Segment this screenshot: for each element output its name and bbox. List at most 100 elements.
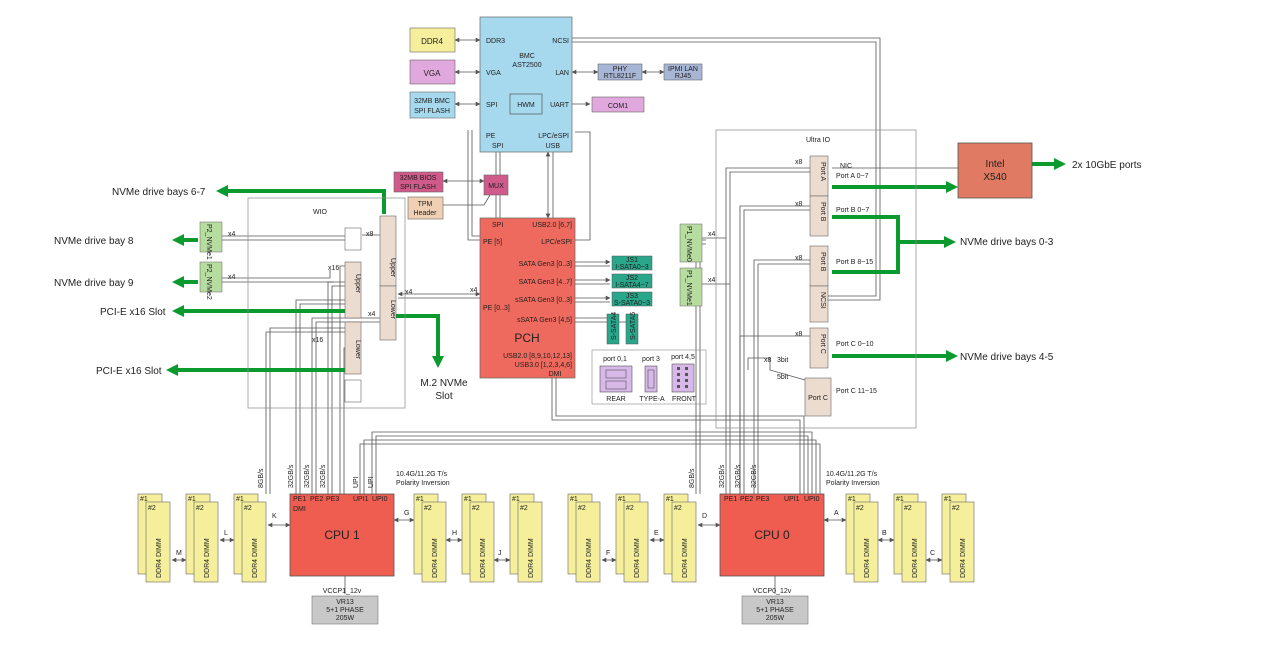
js1-l2: I-SATA0~3 [615, 264, 649, 271]
dimm-slot-1-label: #1 [666, 496, 674, 503]
uio-5bit: 5bit [777, 374, 788, 381]
cpu1-upi-note2: Polarity Inversion [396, 480, 450, 487]
label-bays-4-5: NVMe drive bays 4-5 [960, 352, 1054, 363]
uio-3bit: 3bit [777, 357, 788, 364]
bmc-spi2-port: SPI [492, 143, 503, 150]
label-pcie-1: PCI-E x16 Slot [100, 307, 166, 318]
cpu1-ch-k: K [272, 513, 277, 520]
dimm-slot-1-label: #1 [848, 496, 856, 503]
uio-port-b: Port B [819, 202, 826, 222]
pch-sata2: SATA Gen3 [4..7] [519, 279, 572, 286]
label-bays-0-3: NVMe drive bays 0-3 [960, 237, 1054, 248]
bmc-lpc-port: LPC/eSPI [538, 133, 569, 140]
intel-out-label: 2x 10GbE ports [1072, 160, 1141, 171]
cpu0-speed3: 32GB/s [735, 464, 742, 488]
uio-port-b2: Port B [819, 252, 826, 272]
dimm-slot-2-label: #2 [244, 505, 252, 512]
dimm-slot-2-label: #2 [952, 505, 960, 512]
intel-l2: X540 [983, 172, 1007, 183]
uio-x8-c: x8 [795, 255, 803, 262]
cpu1-ch-m: M [176, 550, 182, 557]
cpu1-speed3: 32GB/s [304, 464, 311, 488]
uio-pa-range: Port A 0~7 [836, 173, 869, 180]
label-m2-b: Slot [435, 391, 452, 402]
dimm-type-label: DDR4 DIMM [432, 538, 439, 578]
cpu0-vr3: 205W [766, 615, 785, 622]
uio-x4-a: x4 [708, 231, 716, 238]
wio-x4b: x4 [405, 289, 413, 296]
cpu1-upi0: UPI0 [372, 496, 388, 503]
dimm-type-label: DDR4 DIMM [156, 538, 163, 578]
cpu1-dmi: DMI [293, 506, 306, 513]
dimm-slot-2-label: #2 [424, 505, 432, 512]
dimm-slot-1-label: #1 [464, 496, 472, 503]
cpu0-ch-c: C [930, 550, 935, 557]
label-pcie-2: PCI-E x16 Slot [96, 366, 162, 377]
dimm-type-label: DDR4 DIMM [586, 538, 593, 578]
label-bay-8: NVMe drive bay 8 [54, 236, 134, 247]
bios-l1: 32MB BIOS [400, 175, 437, 182]
cpu0-ch-b: B [882, 530, 887, 537]
cpu1-upi1: UPI1 [353, 496, 369, 503]
label-bays-6-7: NVMe drive bays 6-7 [112, 187, 206, 198]
dimm-type-label: DDR4 DIMM [864, 538, 871, 578]
cpu1-pe1: PE1 [293, 496, 306, 503]
bmc-model: AST2500 [512, 62, 541, 69]
wio-section: WIO x8 Upper Lower x16 Upper x4 x4 x16 L… [199, 197, 413, 409]
bmc-hwm: HWM [517, 102, 535, 109]
uio-pc2-range: Port C 11~15 [836, 388, 877, 395]
dimm-slot-2-label: #2 [520, 505, 528, 512]
cpu0-pe2: PE2 [740, 496, 753, 503]
bmc-flash-l2: SPI FLASH [414, 108, 450, 115]
p1-nvme0: P1_NVMe0 [685, 226, 692, 262]
uio-ncsi: NCSI [819, 292, 826, 309]
arrow-m2 [396, 314, 444, 368]
cpu0-name: CPU 0 [754, 528, 790, 542]
pch-name: PCH [514, 331, 539, 345]
cpu0-chip: CPU 0 PE1 PE2 PE3 UPI1 UPI0 8GB/s 32GB/s… [606, 464, 935, 625]
uio-pb-range: Port B 0~7 [836, 207, 869, 214]
uio-pb2-range: Port B 8~15 [836, 259, 873, 266]
uio-x8-e: x8 [764, 357, 772, 364]
dimm-slot-1-label: #1 [416, 496, 424, 503]
ipmi-l2: RJ45 [675, 73, 691, 80]
cpu1-ch-g: G [404, 510, 409, 517]
cpu0-ch-e: E [654, 530, 659, 537]
usb-port01-label: port 0,1 [603, 356, 627, 363]
cpu0-vr2: 5+1 PHASE [756, 607, 794, 614]
bmc-spi-port: SPI [486, 102, 497, 109]
phy-l1: PHY [613, 66, 628, 73]
bmc-flash-l1: 32MB BMC [414, 98, 450, 105]
cpu0-pe3: PE3 [756, 496, 769, 503]
dimm-type-label: DDR4 DIMM [960, 538, 967, 578]
uio-x8-b: x8 [795, 201, 803, 208]
cpu1-vr2: 5+1 PHASE [326, 607, 364, 614]
pch-dmi: DMI [549, 371, 562, 378]
dimm-type-label: DDR4 DIMM [480, 538, 487, 578]
uio-port-a: Port A [819, 162, 826, 181]
cpu1-upi-note1: 10.4G/11.2G T/s [396, 471, 448, 478]
annotation-labels: NVMe drive bays 6-7 NVMe drive bay 8 NVM… [54, 187, 1054, 402]
wio-upper-a: Upper [389, 258, 396, 278]
pch-pe03: PE [0..3] [483, 305, 510, 312]
bmc-uart-port: UART [550, 102, 570, 109]
intel-x540: Intel X540 2x 10GbE ports [957, 142, 1141, 199]
cpu1-upi-a: UPI [353, 476, 360, 488]
pch-chip: SPI PE [5] PE [0..3] USB2.0 [6,7] LPC/eS… [470, 217, 576, 379]
pch-sata1: SATA Gen3 [0..3] [519, 261, 572, 268]
tpm-l1: TPM [418, 201, 433, 208]
cpu0-speed2: 32GB/s [719, 464, 726, 488]
bmc-usb-port: USB [546, 143, 561, 150]
cpu0-speed1: 8GB/s [689, 468, 696, 488]
wio-x4: x4 [368, 311, 376, 318]
uio-x8-d: x8 [795, 331, 803, 338]
cpu0-upi-note2: Polarity Inversion [826, 480, 880, 487]
dimm-slot-2-label: #2 [674, 505, 682, 512]
